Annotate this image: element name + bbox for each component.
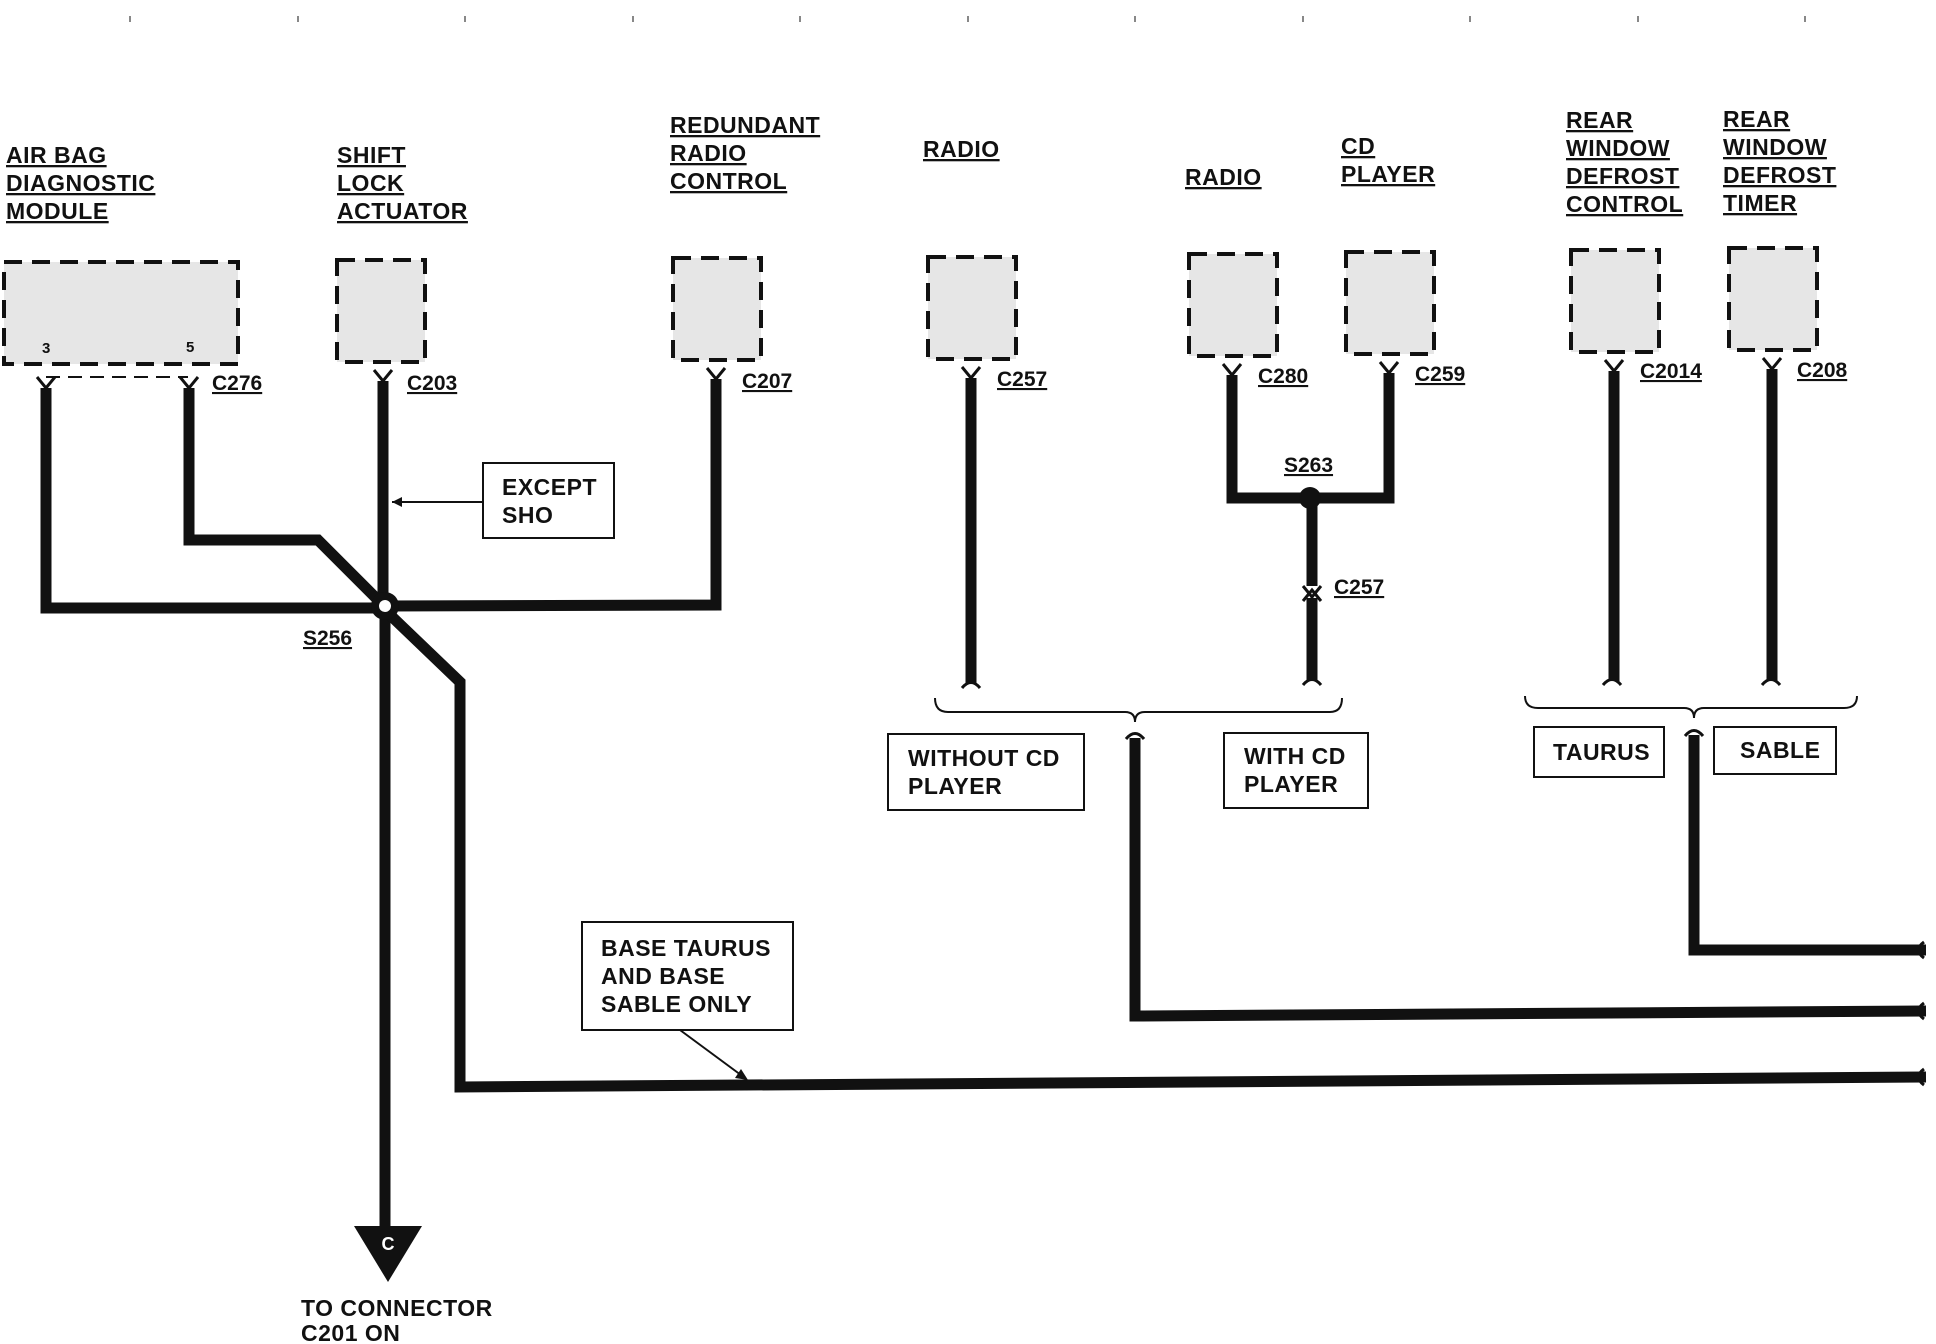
note-except-sho: EXCEPT SHO <box>392 462 615 539</box>
svg-text:SHIFT: SHIFT <box>337 142 406 168</box>
label-cd-player: CD PLAYER <box>1341 133 1435 187</box>
svg-text:DEFROST: DEFROST <box>1723 162 1836 188</box>
pin-5-label: 5 <box>186 339 194 356</box>
svg-text:PLAYER: PLAYER <box>1244 771 1338 797</box>
splice-s263 <box>1299 487 1321 509</box>
label-air-bag-module: AIR BAG DIAGNOSTIC MODULE <box>6 142 155 224</box>
cd-player-box <box>1344 250 1436 356</box>
svg-text:WINDOW: WINDOW <box>1723 134 1827 160</box>
svg-text:CONTROL: CONTROL <box>670 168 787 194</box>
svg-text:ACTUATOR: ACTUATOR <box>337 198 468 224</box>
shift-lock-box <box>335 258 427 364</box>
svg-text:CONTROL: CONTROL <box>1566 191 1683 217</box>
svg-text:AND BASE: AND BASE <box>601 963 725 989</box>
rear-defrost-control-box <box>1569 248 1661 354</box>
svg-text:DIAGNOSTIC: DIAGNOSTIC <box>6 170 155 196</box>
label-rear-defrost-timer: REAR WINDOW DEFROST TIMER <box>1723 106 1836 216</box>
connector-c207: C207 <box>742 370 792 393</box>
label-radio-1: RADIO <box>923 136 1000 162</box>
svg-text:SABLE: SABLE <box>1740 737 1820 763</box>
svg-text:WITH CD: WITH CD <box>1244 743 1346 769</box>
air-bag-module-box <box>2 260 240 366</box>
label-to-connector: TO CONNECTOR C201 ON <box>301 1295 493 1344</box>
note-base-only: BASE TAURUS AND BASE SABLE ONLY <box>581 921 794 1080</box>
label-shift-lock-actuator: SHIFT LOCK ACTUATOR <box>337 142 468 224</box>
svg-text:EXCEPT: EXCEPT <box>502 474 597 500</box>
note-with-cd-player: WITH CD PLAYER <box>1223 732 1369 809</box>
label-radio-2: RADIO <box>1185 164 1262 190</box>
svg-text:C: C <box>382 1234 395 1254</box>
svg-text:MODULE: MODULE <box>6 198 109 224</box>
svg-text:WITHOUT CD: WITHOUT CD <box>908 745 1060 771</box>
svg-text:REDUNDANT: REDUNDANT <box>670 112 820 138</box>
svg-text:REAR: REAR <box>1723 106 1790 132</box>
note-without-cd-player: WITHOUT CD PLAYER <box>887 733 1085 811</box>
splice-s256 <box>371 592 399 620</box>
connector-forks <box>35 357 1925 1087</box>
connector-ref-c: C <box>354 1226 422 1282</box>
svg-text:DEFROST: DEFROST <box>1566 163 1679 189</box>
wires <box>40 369 1927 1230</box>
connector-c276: C276 <box>212 372 262 395</box>
splice-label-s263: S263 <box>1284 454 1333 477</box>
svg-text:TAURUS: TAURUS <box>1553 739 1650 765</box>
note-taurus: TAURUS <box>1533 726 1665 778</box>
note-sable: SABLE <box>1713 726 1837 775</box>
brace-defrost <box>1524 695 1858 719</box>
pin-3-label: 3 <box>42 340 50 357</box>
connector-c2014: C2014 <box>1640 360 1702 383</box>
svg-text:SHO: SHO <box>502 502 553 528</box>
brace-radio <box>934 697 1343 723</box>
svg-text:AIR BAG: AIR BAG <box>6 142 107 168</box>
svg-text:CD: CD <box>1341 133 1375 159</box>
svg-text:REAR: REAR <box>1566 107 1633 133</box>
connector-c257-top: C257 <box>997 368 1047 391</box>
svg-text:LOCK: LOCK <box>337 170 404 196</box>
svg-text:WINDOW: WINDOW <box>1566 135 1670 161</box>
svg-text:TIMER: TIMER <box>1723 190 1797 216</box>
svg-text:RADIO: RADIO <box>923 136 1000 162</box>
splice-label-s256: S256 <box>303 627 352 650</box>
connector-c259: C259 <box>1415 363 1465 386</box>
svg-text:PLAYER: PLAYER <box>1341 161 1435 187</box>
rear-defrost-timer-box <box>1727 246 1819 352</box>
connector-c203: C203 <box>407 372 457 395</box>
scan-tick-marks <box>129 16 1806 22</box>
svg-text:RADIO: RADIO <box>1185 164 1262 190</box>
label-redundant-radio-control: REDUNDANT RADIO CONTROL <box>670 112 820 194</box>
connector-c280: C280 <box>1258 365 1308 388</box>
svg-text:RADIO: RADIO <box>670 140 747 166</box>
redundant-radio-box <box>671 256 763 362</box>
svg-text:C201 ON: C201 ON <box>301 1320 400 1344</box>
svg-text:PLAYER: PLAYER <box>908 773 1002 799</box>
connector-c208: C208 <box>1797 359 1848 382</box>
radio-2-box <box>1187 252 1279 358</box>
radio-1-box <box>926 255 1018 361</box>
label-rear-defrost-control: REAR WINDOW DEFROST CONTROL <box>1566 107 1683 217</box>
svg-text:BASE TAURUS: BASE TAURUS <box>601 935 771 961</box>
svg-text:TO CONNECTOR: TO CONNECTOR <box>301 1295 493 1321</box>
svg-text:SABLE ONLY: SABLE ONLY <box>601 991 752 1017</box>
connector-c257-mid: C257 <box>1334 576 1384 599</box>
